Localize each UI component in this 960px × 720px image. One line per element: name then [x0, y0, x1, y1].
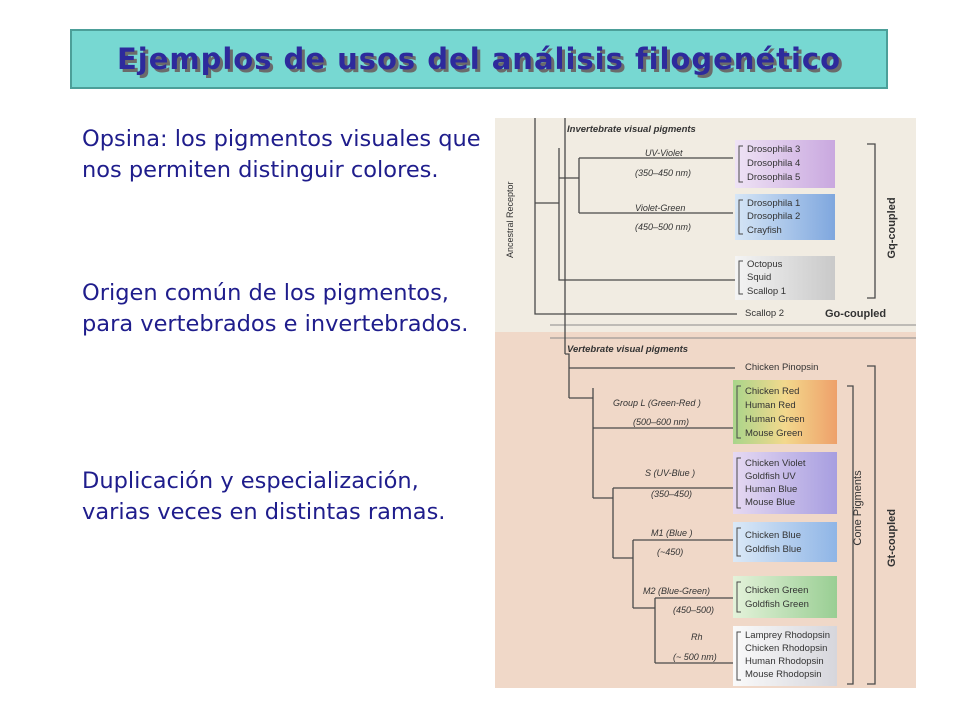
leaf-drosophila-1: Drosophila 1 — [747, 198, 800, 209]
blue-box — [733, 522, 837, 562]
m2-blue-green-range: (450–500) — [673, 605, 714, 615]
invertebrate-header: Invertebrate visual pigments — [567, 124, 696, 135]
leaf-lamprey-rhodopsin: Lamprey Rhodopsin — [745, 630, 830, 641]
uv-box — [733, 452, 837, 514]
invertebrate-panel — [495, 118, 916, 332]
leaf-drosophila-2: Drosophila 2 — [747, 211, 800, 222]
violet-green-label: Violet-Green — [635, 203, 685, 213]
m1-blue-range: (~450) — [657, 547, 683, 557]
group-brackets — [847, 143, 876, 685]
group-l-label: Group L (Green-Red ) — [613, 398, 701, 408]
s-uv-blue-label: S (UV-Blue ) — [645, 468, 695, 478]
go-coupled-label: Go-coupled — [825, 308, 886, 320]
uv-violet-range: (350–450 nm) — [635, 168, 691, 178]
leaf-goldfish-blue: Goldfish Blue — [745, 544, 802, 555]
leaf-octopus: Octopus — [747, 259, 783, 270]
leaf-drosophila-4: Drosophila 4 — [747, 158, 800, 169]
rh-label: Rh — [691, 632, 703, 642]
tree-branches — [534, 118, 737, 664]
group-l-range: (500–600 nm) — [633, 417, 689, 427]
m2-blue-green-label: M2 (Blue-Green) — [643, 586, 710, 596]
leaf-mouse-blue: Mouse Blue — [745, 497, 795, 508]
vertebrate-panel — [495, 332, 916, 688]
leaf-chicken-blue: Chicken Blue — [745, 530, 801, 541]
paragraph-opsina: Opsina: los pigmentos visuales que nos p… — [82, 126, 481, 183]
rhodopsin-box — [733, 626, 837, 686]
slide-title: Ejemplos de usos del análisis filogenéti… — [116, 42, 842, 76]
leaf-chicken-green: Chicken Green — [745, 585, 808, 596]
leaf-crayfish: Crayfish — [747, 225, 782, 236]
leaf-drosophila-3: Drosophila 3 — [747, 144, 800, 155]
leaf-scallop-1: Scallop 1 — [747, 286, 786, 297]
leaf-goldfish-uv: Goldfish UV — [745, 471, 796, 482]
cone-pigments-label: Cone Pigments — [852, 470, 864, 546]
green-box — [733, 576, 837, 618]
title-banner: Ejemplos de usos del análisis filogenéti… — [70, 29, 888, 89]
leaf-human-red: Human Red — [745, 400, 796, 411]
red-box — [733, 380, 837, 444]
vertebrate-header: Vertebrate visual pigments — [567, 344, 688, 355]
s-uv-blue-range: (350–450) — [651, 489, 692, 499]
ancestral-receptor-label: Ancestral Receptor — [505, 181, 515, 258]
leaf-chicken-violet: Chicken Violet — [745, 458, 806, 469]
rh-range: (~ 500 nm) — [673, 652, 717, 662]
gq-coupled-label: Gq-coupled — [886, 197, 898, 258]
leaf-mouse-green: Mouse Green — [745, 428, 803, 439]
phylogenetic-tree-diagram: Ancestral Receptor Invertebrate visual p… — [495, 118, 916, 688]
drosophila-box — [735, 140, 835, 188]
m1-blue-label: M1 (Blue ) — [651, 528, 693, 538]
leaf-chicken-pinopsin: Chicken Pinopsin — [745, 362, 818, 373]
leaf-brackets — [736, 145, 743, 681]
leaf-drosophila-5: Drosophila 5 — [747, 172, 800, 183]
leaf-squid: Squid — [747, 272, 771, 283]
drosophila-b-box — [735, 194, 835, 240]
leaf-human-green: Human Green — [745, 414, 805, 425]
leaf-human-blue: Human Blue — [745, 484, 797, 495]
uv-violet-label: UV-Violet — [645, 148, 683, 158]
leaf-human-rhodopsin: Human Rhodopsin — [745, 656, 824, 667]
violet-green-range: (450–500 nm) — [635, 222, 691, 232]
leaf-chicken-red: Chicken Red — [745, 386, 799, 397]
leaf-scallop-2: Scallop 2 — [745, 308, 784, 319]
leaf-mouse-rhodopsin: Mouse Rhodopsin — [745, 669, 822, 680]
leaf-goldfish-green: Goldfish Green — [745, 599, 809, 610]
paragraph-duplicacion: Duplicación y especialización, varias ve… — [82, 468, 446, 525]
octopus-box — [735, 256, 835, 300]
paragraph-origen: Origen común de los pigmentos, para vert… — [82, 280, 469, 337]
gt-coupled-label: Gt-coupled — [886, 509, 898, 567]
leaf-chicken-rhodopsin: Chicken Rhodopsin — [745, 643, 827, 654]
